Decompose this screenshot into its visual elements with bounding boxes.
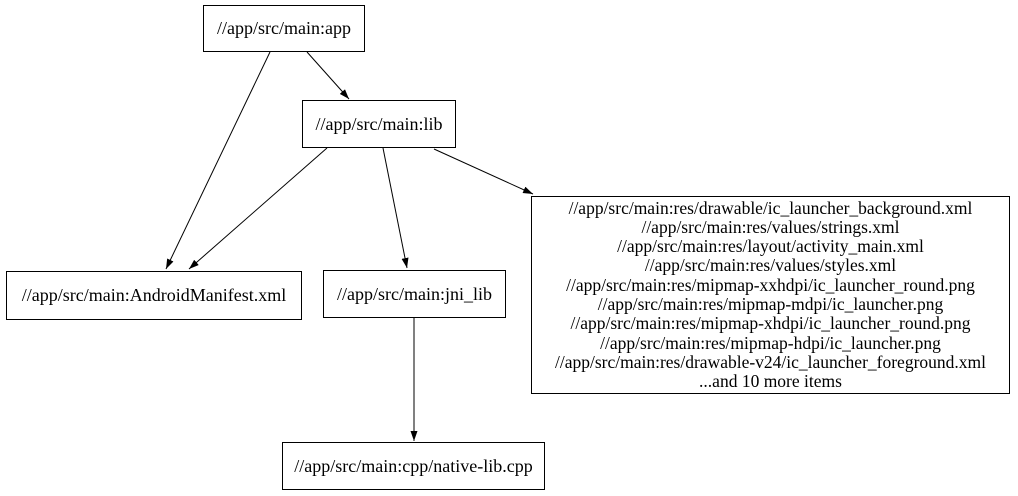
res-file-line: //app/src/main:res/mipmap-hdpi/ic_launch… [600,332,941,353]
node-native-lib-cpp: //app/src/main:cpp/native-lib.cpp [282,442,545,490]
edge-app-to-manifest [165,51,271,270]
node-lib-label: //app/src/main:lib [315,113,443,134]
edge-lib-to-manifest [188,147,328,270]
node-lib-target: //app/src/main:lib [302,100,456,148]
res-file-line: //app/src/main:res/values/styles.xml [644,255,897,276]
edge-app-to-lib [306,51,350,100]
res-file-line: //app/src/main:res/drawable-v24/ic_launc… [554,351,987,372]
node-android-manifest: //app/src/main:AndroidManifest.xml [6,271,302,320]
res-file-line: //app/src/main:res/layout/activity_main.… [617,236,924,257]
node-app-target: //app/src/main:app [203,5,365,52]
res-more-items-line: ...and 10 more items [699,371,842,392]
edge-lib-to-res [433,148,534,195]
edge-lib-to-jni-lib [382,147,409,269]
res-file-line: //app/src/main:res/values/strings.xml [641,216,900,237]
node-jni-lib: //app/src/main:jni_lib [323,270,506,318]
res-file-line: //app/src/main:res/mipmap-xhdpi/ic_launc… [570,313,971,334]
node-jni-lib-label: //app/src/main:jni_lib [337,283,492,304]
res-file-line: //app/src/main:res/mipmap-xxhdpi/ic_laun… [566,274,975,295]
node-cpp-label: //app/src/main:cpp/native-lib.cpp [294,455,533,476]
node-res-file-group: //app/src/main:res/drawable/ic_launcher_… [531,196,1010,394]
res-file-line: //app/src/main:res/drawable/ic_launcher_… [568,197,973,218]
node-app-label: //app/src/main:app [217,18,351,39]
res-file-line: //app/src/main:res/mipmap-mdpi/ic_launch… [597,294,944,314]
node-manifest-label: //app/src/main:AndroidManifest.xml [21,285,287,306]
